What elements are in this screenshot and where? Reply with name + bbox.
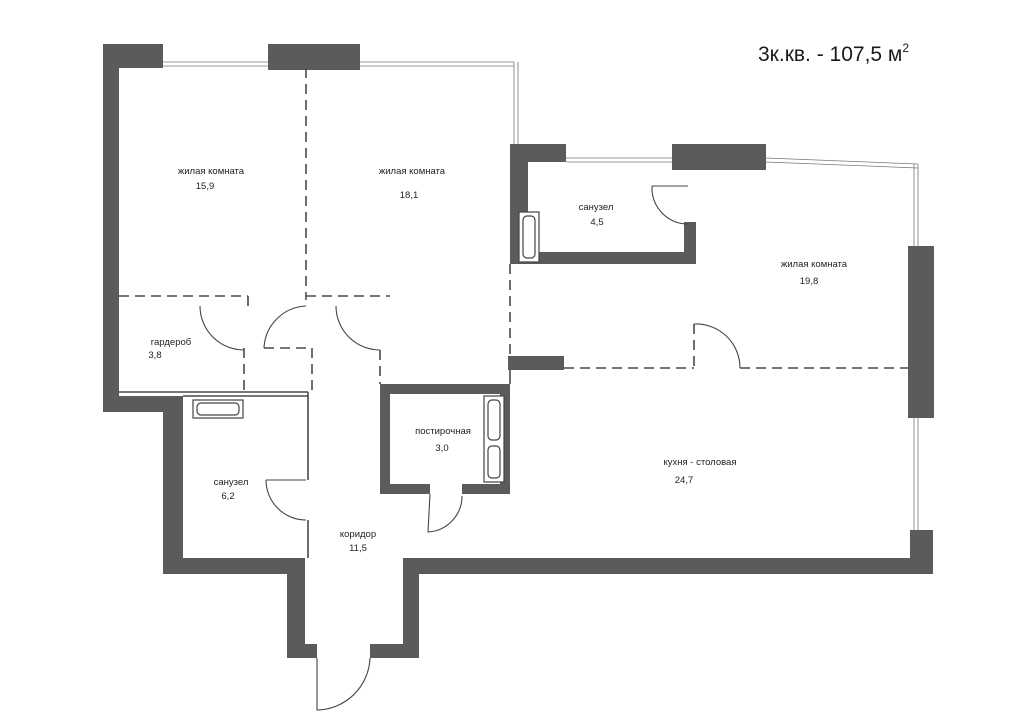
room-area: 3,8 — [148, 350, 161, 361]
plan-title-sup: 2 — [902, 41, 909, 55]
room-name: жилая комната — [781, 259, 848, 270]
room-area: 18,1 — [400, 190, 419, 201]
room-area: 11,5 — [349, 543, 367, 554]
room-labels: жилая комната 15,9 жилая комната 18,1 са… — [148, 166, 847, 554]
plan-title: 3к.кв. - 107,5 м2 — [758, 41, 909, 66]
room-name: коридор — [340, 529, 376, 540]
doors — [199, 185, 741, 711]
room-area: 19,8 — [800, 276, 819, 287]
room-name: санузел — [579, 202, 614, 213]
room-name: жилая комната — [379, 166, 446, 177]
room-area: 3,0 — [435, 443, 448, 454]
dashed-partitions — [119, 68, 908, 392]
fixtures — [192, 211, 540, 483]
room-area: 6,2 — [221, 491, 234, 502]
outer-walls — [103, 44, 934, 658]
room-area: 24,7 — [675, 475, 694, 486]
plan-title-main: 3к.кв. - 107,5 м — [758, 43, 902, 66]
partitions — [119, 370, 511, 558]
room-name: санузел — [214, 477, 249, 488]
room-name: кухня - столовая — [664, 457, 737, 468]
room-area: 15,9 — [196, 181, 215, 192]
windows — [163, 61, 919, 530]
room-area: 4,5 — [590, 217, 603, 228]
room-name: жилая комната — [178, 166, 245, 177]
room-name: постирочная — [415, 426, 471, 437]
room-name: гардероб — [151, 337, 192, 348]
